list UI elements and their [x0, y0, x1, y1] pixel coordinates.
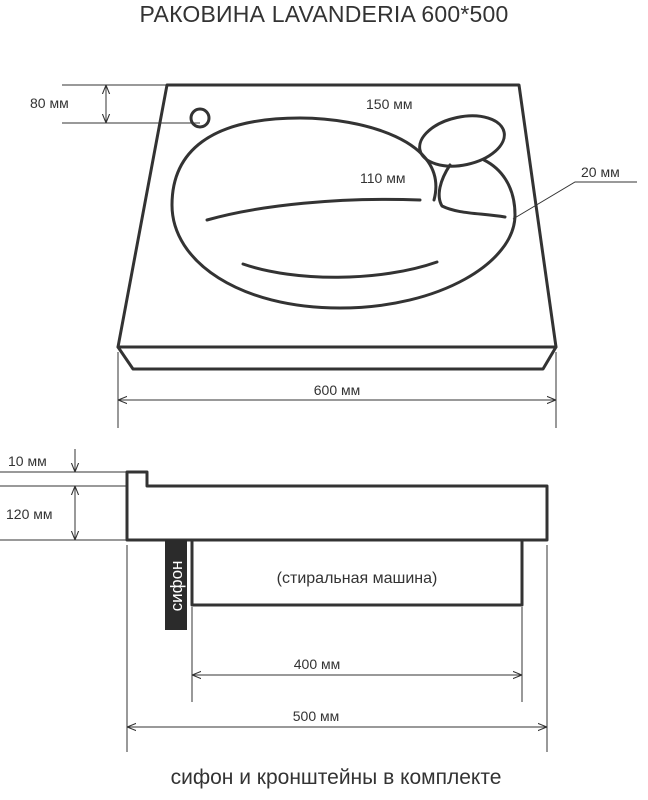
dim-width: 600 мм — [314, 382, 361, 398]
top-view: 80 мм 150 мм 110 мм 20 мм 600 мм — [30, 83, 637, 428]
dim-machine-width: 400 мм — [294, 656, 341, 672]
washing-machine-label: (стиральная машина) — [277, 570, 438, 587]
dim-rim: 20 мм — [581, 164, 620, 180]
dim-height: 120 мм — [6, 506, 53, 522]
washing-machine-outline — [190, 538, 524, 607]
dim-depth: 500 мм — [293, 708, 340, 724]
basin-inner-curve-upper — [205, 197, 422, 222]
basin-inner-curve-lower — [241, 260, 439, 279]
dim-faucet-offset: 80 мм — [30, 95, 69, 111]
dim-lip: 10 мм — [8, 453, 47, 469]
soap-dish — [418, 114, 506, 168]
siphon-label: сифон — [167, 561, 186, 612]
faucet-hole — [189, 107, 211, 129]
sink-slab-outline — [116, 83, 558, 371]
siphon-block — [165, 540, 187, 630]
soap-dish-drain-channel — [437, 163, 507, 219]
sink-side-profile — [125, 470, 549, 542]
caption: сифон и кронштейны в комплекте — [171, 766, 502, 789]
side-view: сифон (стиральная машина) 10 мм 120 мм 4… — [0, 449, 549, 752]
dim-soap-width: 150 мм — [366, 96, 413, 112]
dim-soap-depth: 110 мм — [360, 170, 405, 186]
basin-outline — [170, 116, 517, 310]
page-title: РАКОВИНА LAVANDERIA 600*500 — [140, 1, 509, 27]
